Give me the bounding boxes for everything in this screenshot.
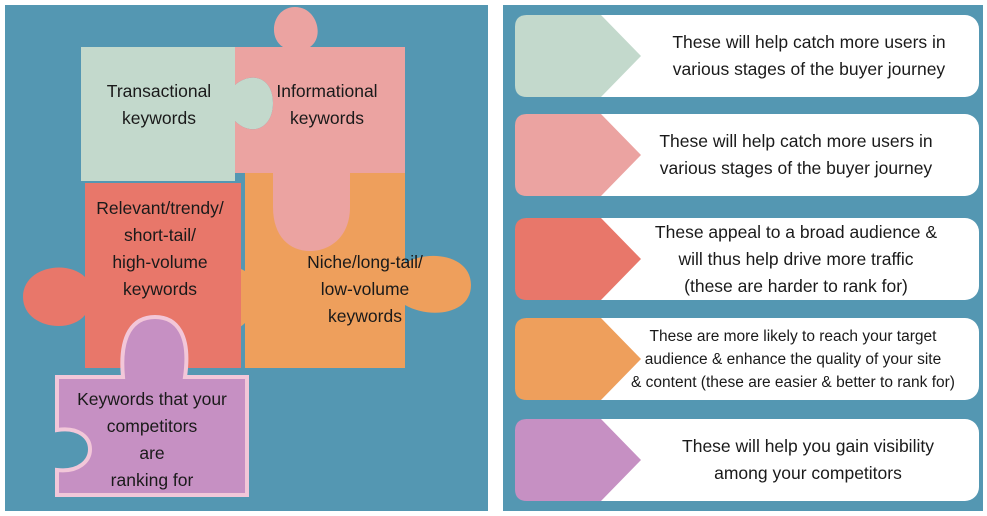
description-text: These will help catch more users in vari… bbox=[659, 131, 933, 178]
description-text: These will help you gain visibility amon… bbox=[682, 436, 934, 483]
description-row-niche: These are more likely to reach your targ… bbox=[515, 318, 979, 400]
puzzle-panel: Transactional keywords Informational key… bbox=[5, 5, 488, 511]
label-informational: Informational keywords bbox=[276, 81, 378, 128]
color-tab bbox=[515, 419, 641, 501]
description-row-informational: These will help catch more users in vari… bbox=[515, 114, 979, 196]
puzzle-piece-transactional bbox=[81, 47, 273, 181]
color-tab bbox=[515, 114, 641, 196]
description-text: These appeal to a broad audience & will … bbox=[654, 221, 938, 296]
label-transactional: Transactional keywords bbox=[106, 81, 212, 128]
color-tab bbox=[515, 218, 641, 300]
description-row-relevant: These appeal to a broad audience & will … bbox=[515, 218, 979, 300]
description-text: These are more likely to reach your targ… bbox=[631, 327, 955, 391]
description-row-transactional: These will help catch more users in vari… bbox=[515, 15, 979, 97]
puzzle-piece-informational bbox=[235, 7, 405, 251]
description-panel: These will help catch more users in vari… bbox=[503, 5, 983, 511]
color-tab bbox=[515, 318, 641, 400]
puzzle-piece-competitors bbox=[55, 314, 249, 497]
puzzle-piece-relevant bbox=[23, 183, 241, 368]
color-tab bbox=[515, 15, 641, 97]
label-relevant: Relevant/trendy/ short-tail/ high-volume… bbox=[96, 198, 224, 299]
label-niche: Niche/long-tail/ low-volume keywords bbox=[307, 252, 423, 326]
puzzle-graphic bbox=[23, 7, 471, 497]
description-row-competitors: These will help you gain visibility amon… bbox=[515, 419, 979, 501]
label-competitors: Keywords that your competitors are ranki… bbox=[77, 389, 227, 490]
description-text: These will help catch more users in vari… bbox=[672, 32, 946, 79]
